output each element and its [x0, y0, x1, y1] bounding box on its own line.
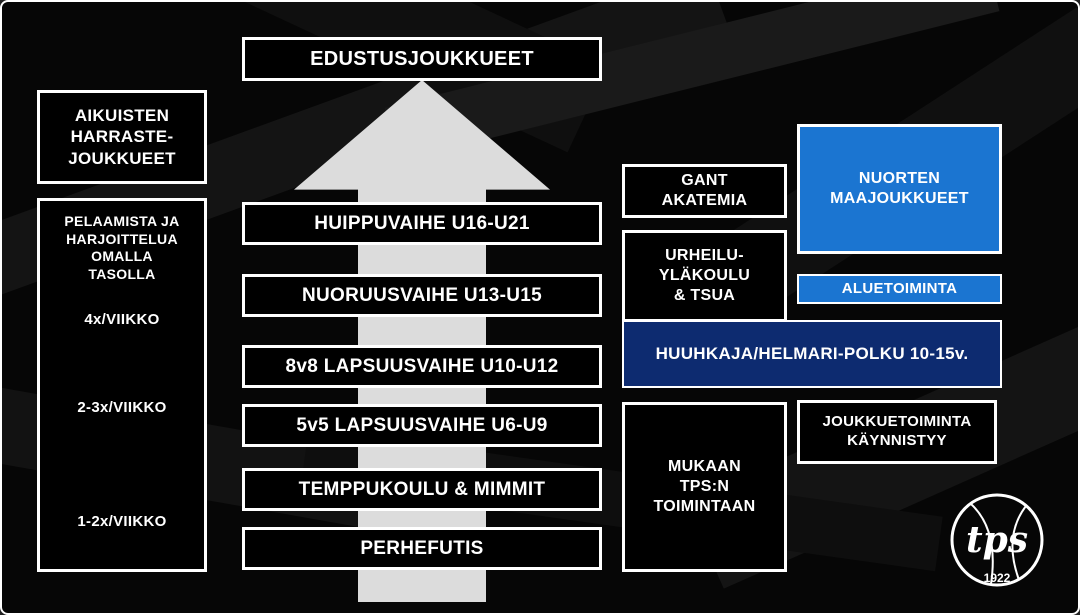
aluetoiminta-box: ALUETOIMINTA	[797, 274, 1002, 304]
huuhkaja-helmari-polku-label: HUUHKAJA/HELMARI-POLKU 10-15v.	[655, 344, 969, 364]
aluetoiminta-label: ALUETOIMINTA	[841, 279, 958, 297]
pelaamista-tasolla-box: PELAAMISTA JA HARJOITTELUA OMALLA TASOLL…	[37, 198, 207, 572]
pathway-step-label: PERHEFUTIS	[360, 537, 484, 559]
pathway-step-label: 8v8 LAPSUUSVAIHE U10-U12	[285, 355, 559, 377]
joukkuetoiminta-kaynnistyy-label: JOUKKUETOIMINTA KÄYNNISTYY	[822, 413, 972, 449]
pathway-step-label: 5v5 LAPSUUSVAIHE U6-U9	[296, 414, 548, 436]
tps-logo-script: tps	[966, 519, 1028, 561]
edustusjoukkueet-label: EDUSTUSJOUKKUEET	[310, 47, 534, 70]
pathway-step-label: TEMPPUKOULU & MIMMIT	[298, 478, 546, 500]
pathway-step-temppukoulu: TEMPPUKOULU & MIMMIT	[242, 468, 602, 511]
urheilu-ylakoulu-box: URHEILU- YLÄKOULU & TSUA	[622, 230, 787, 322]
frequency-4x-label: 4x/VIIKKO	[84, 311, 160, 328]
pathway-step-perhefutis: PERHEFUTIS	[242, 527, 602, 570]
mukaan-tps-toimintaan-box: MUKAAN TPS:N TOIMINTAAN	[622, 402, 787, 572]
tps-logo-year: 1922	[984, 571, 1011, 585]
tps-logo: tps 1922	[947, 488, 1047, 605]
pathway-step-huippuvaihe: HUIPPUVAIHE U16-U21	[242, 202, 602, 245]
nuorten-maajoukkueet-label: NUORTEN MAAJOUKKUEET	[830, 170, 969, 207]
aikuisten-harrastejoukkueet-box: AIKUISTEN HARRASTE- JOUKKUEET	[37, 90, 207, 184]
pathway-step-5v5-lapsuusvaihe: 5v5 LAPSUUSVAIHE U6-U9	[242, 404, 602, 447]
pelaamista-heading: PELAAMISTA JA HARJOITTELUA OMALLA TASOLL…	[64, 213, 180, 282]
nuorten-maajoukkueet-box: NUORTEN MAAJOUKKUEET	[797, 124, 1002, 254]
frequency-1-2x-label: 1-2x/VIIKKO	[77, 513, 167, 530]
pathway-step-nuoruusvaihe: NUORUUSVAIHE U13-U15	[242, 274, 602, 317]
edustusjoukkueet-box: EDUSTUSJOUKKUEET	[242, 37, 602, 81]
pathway-step-8v8-lapsuusvaihe: 8v8 LAPSUUSVAIHE U10-U12	[242, 345, 602, 388]
gant-akatemia-box: GANT AKATEMIA	[622, 164, 787, 218]
joukkuetoiminta-kaynnistyy-box: JOUKKUETOIMINTA KÄYNNISTYY	[797, 400, 997, 464]
huuhkaja-helmari-polku-box: HUUHKAJA/HELMARI-POLKU 10-15v.	[622, 320, 1002, 388]
up-arrow-icon	[294, 80, 550, 602]
pathway-step-label: NUORUUSVAIHE U13-U15	[301, 284, 543, 306]
mukaan-tps-toimintaan-label: MUKAAN TPS:N TOIMINTAAN	[653, 458, 756, 515]
aikuisten-label: AIKUISTEN HARRASTE- JOUKKUEET	[68, 106, 176, 168]
frequency-2-3x-label: 2-3x/VIIKKO	[77, 399, 167, 416]
tps-logo-icon: tps 1922	[950, 493, 1044, 587]
pathway-step-label: HUIPPUVAIHE U16-U21	[314, 212, 530, 234]
urheilu-ylakoulu-label: URHEILU- YLÄKOULU & TSUA	[658, 247, 751, 304]
gant-akatemia-label: GANT AKATEMIA	[661, 172, 748, 209]
